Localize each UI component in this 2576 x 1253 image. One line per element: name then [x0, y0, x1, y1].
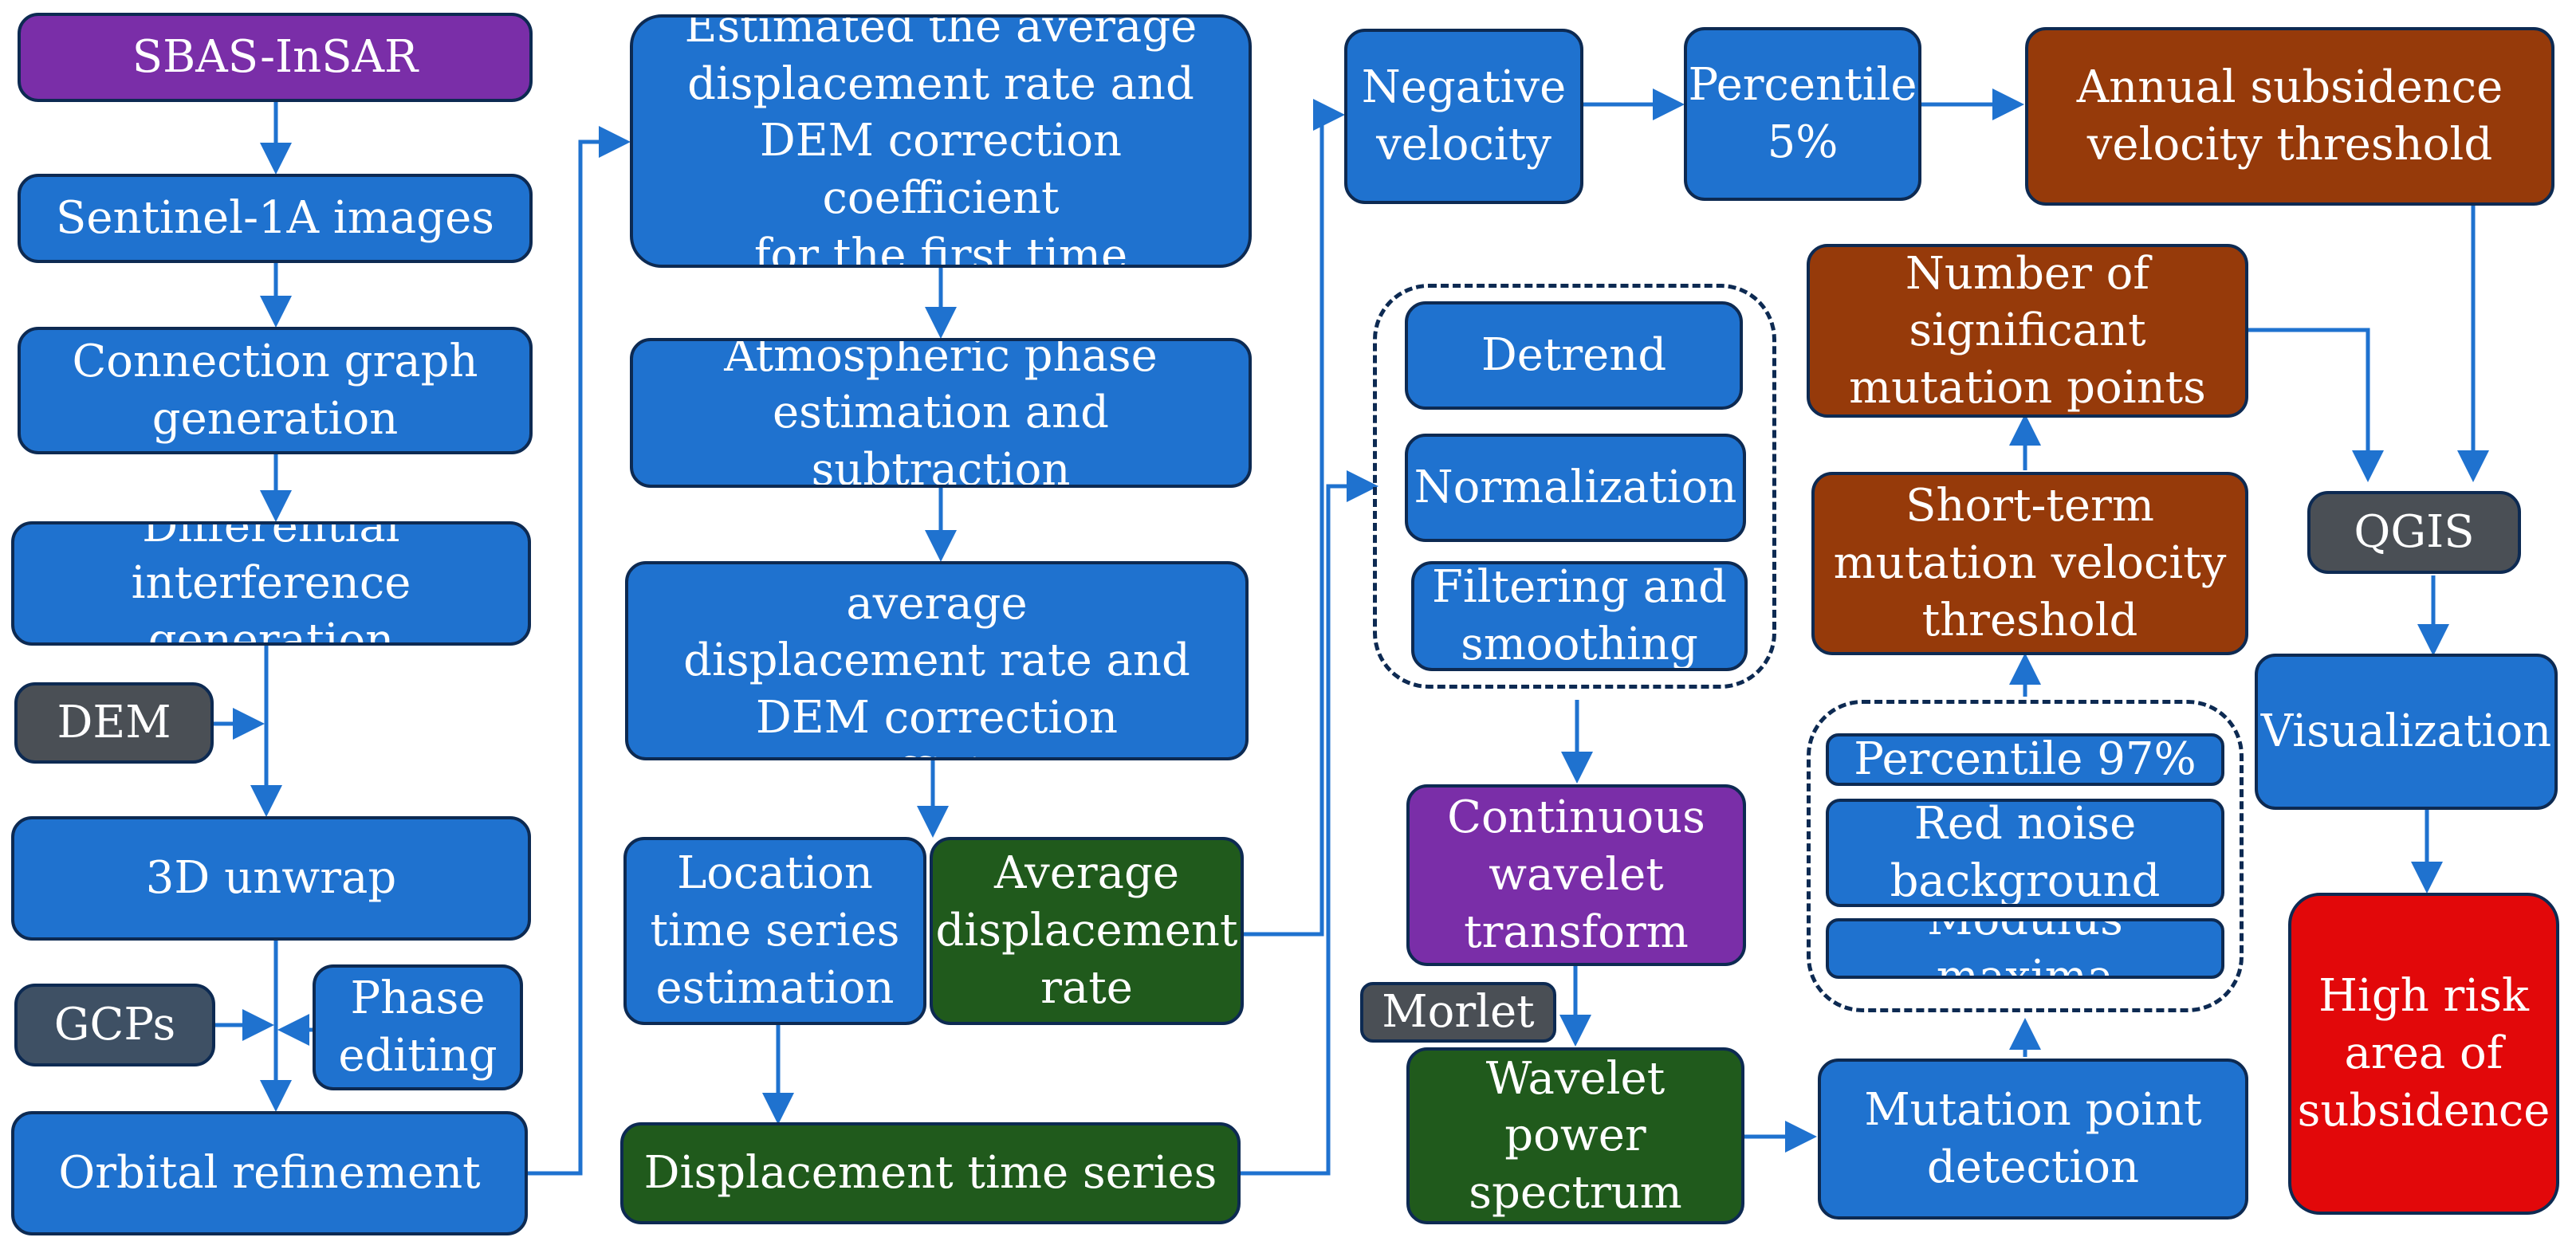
- red-noise-background-box: Red noise background: [1826, 799, 2224, 907]
- differential-interference-box: Differential interference generation: [11, 521, 531, 646]
- second-estimate-box: Second estimate of average displacement …: [625, 561, 1249, 760]
- sbas-insar-box: SBAS-InSAR: [18, 13, 533, 102]
- detection-criteria-group: [1807, 700, 2244, 1012]
- first-estimate-box: Estimated the average displacement rate …: [630, 14, 1252, 268]
- detrend-box: Detrend: [1405, 301, 1743, 410]
- annual-subsidence-threshold-box: Annual subsidence velocity threshold: [2025, 27, 2554, 206]
- normalization-box: Normalization: [1405, 434, 1746, 542]
- high-risk-area-box: High risk area of subsidence: [2288, 893, 2559, 1215]
- arrow-orbital-to-first-estimate: [528, 126, 631, 1176]
- location-time-series-box: Location time series estimation: [623, 837, 926, 1025]
- displacement-time-series-box: Displacement time series: [620, 1122, 1241, 1224]
- short-term-threshold-box: Short-term mutation velocity threshold: [1811, 472, 2248, 655]
- continuous-wavelet-transform-box: Continuous wavelet transform: [1406, 784, 1746, 966]
- modulus-maxima-box: Modulus maxima: [1826, 918, 2224, 979]
- 3d-unwrap-box: 3D unwrap: [11, 816, 531, 941]
- preprocessing-group: [1373, 284, 1776, 689]
- filtering-smoothing-box: Filtering and smoothing: [1411, 561, 1748, 671]
- significant-mutation-points-box: Number of significant mutation points: [1807, 244, 2248, 418]
- arrow-significant-to-qgis: [2248, 328, 2384, 482]
- negative-velocity-box: Negative velocity: [1344, 29, 1583, 204]
- morlet-box: Morlet: [1360, 982, 1556, 1043]
- percentile-5-box: Percentile 5%: [1684, 27, 1921, 201]
- atmospheric-phase-box: Atmospheric phase estimation and subtrac…: [630, 338, 1252, 488]
- phase-editing-box: Phase editing: [313, 964, 523, 1090]
- average-displacement-rate-box: Average displacement rate: [930, 837, 1244, 1025]
- arrow-avgrate-to-negative: [1244, 99, 1345, 937]
- gcps-box: GCPs: [14, 984, 215, 1066]
- dem-box: DEM: [14, 682, 214, 764]
- qgis-box: QGIS: [2307, 491, 2521, 574]
- visualization-box: Visualization: [2255, 654, 2558, 810]
- connection-graph-box: Connection graph generation: [18, 327, 533, 454]
- orbital-refinement-box: Orbital refinement: [11, 1111, 528, 1235]
- percentile-97-box: Percentile 97%: [1826, 733, 2224, 786]
- sentinel-images-box: Sentinel-1A images: [18, 174, 533, 263]
- wavelet-power-spectrum-box: Wavelet power spectrum: [1406, 1047, 1744, 1224]
- mutation-point-detection-box: Mutation point detection: [1818, 1059, 2248, 1220]
- arrow-displacement-to-dashed: [1241, 470, 1378, 1176]
